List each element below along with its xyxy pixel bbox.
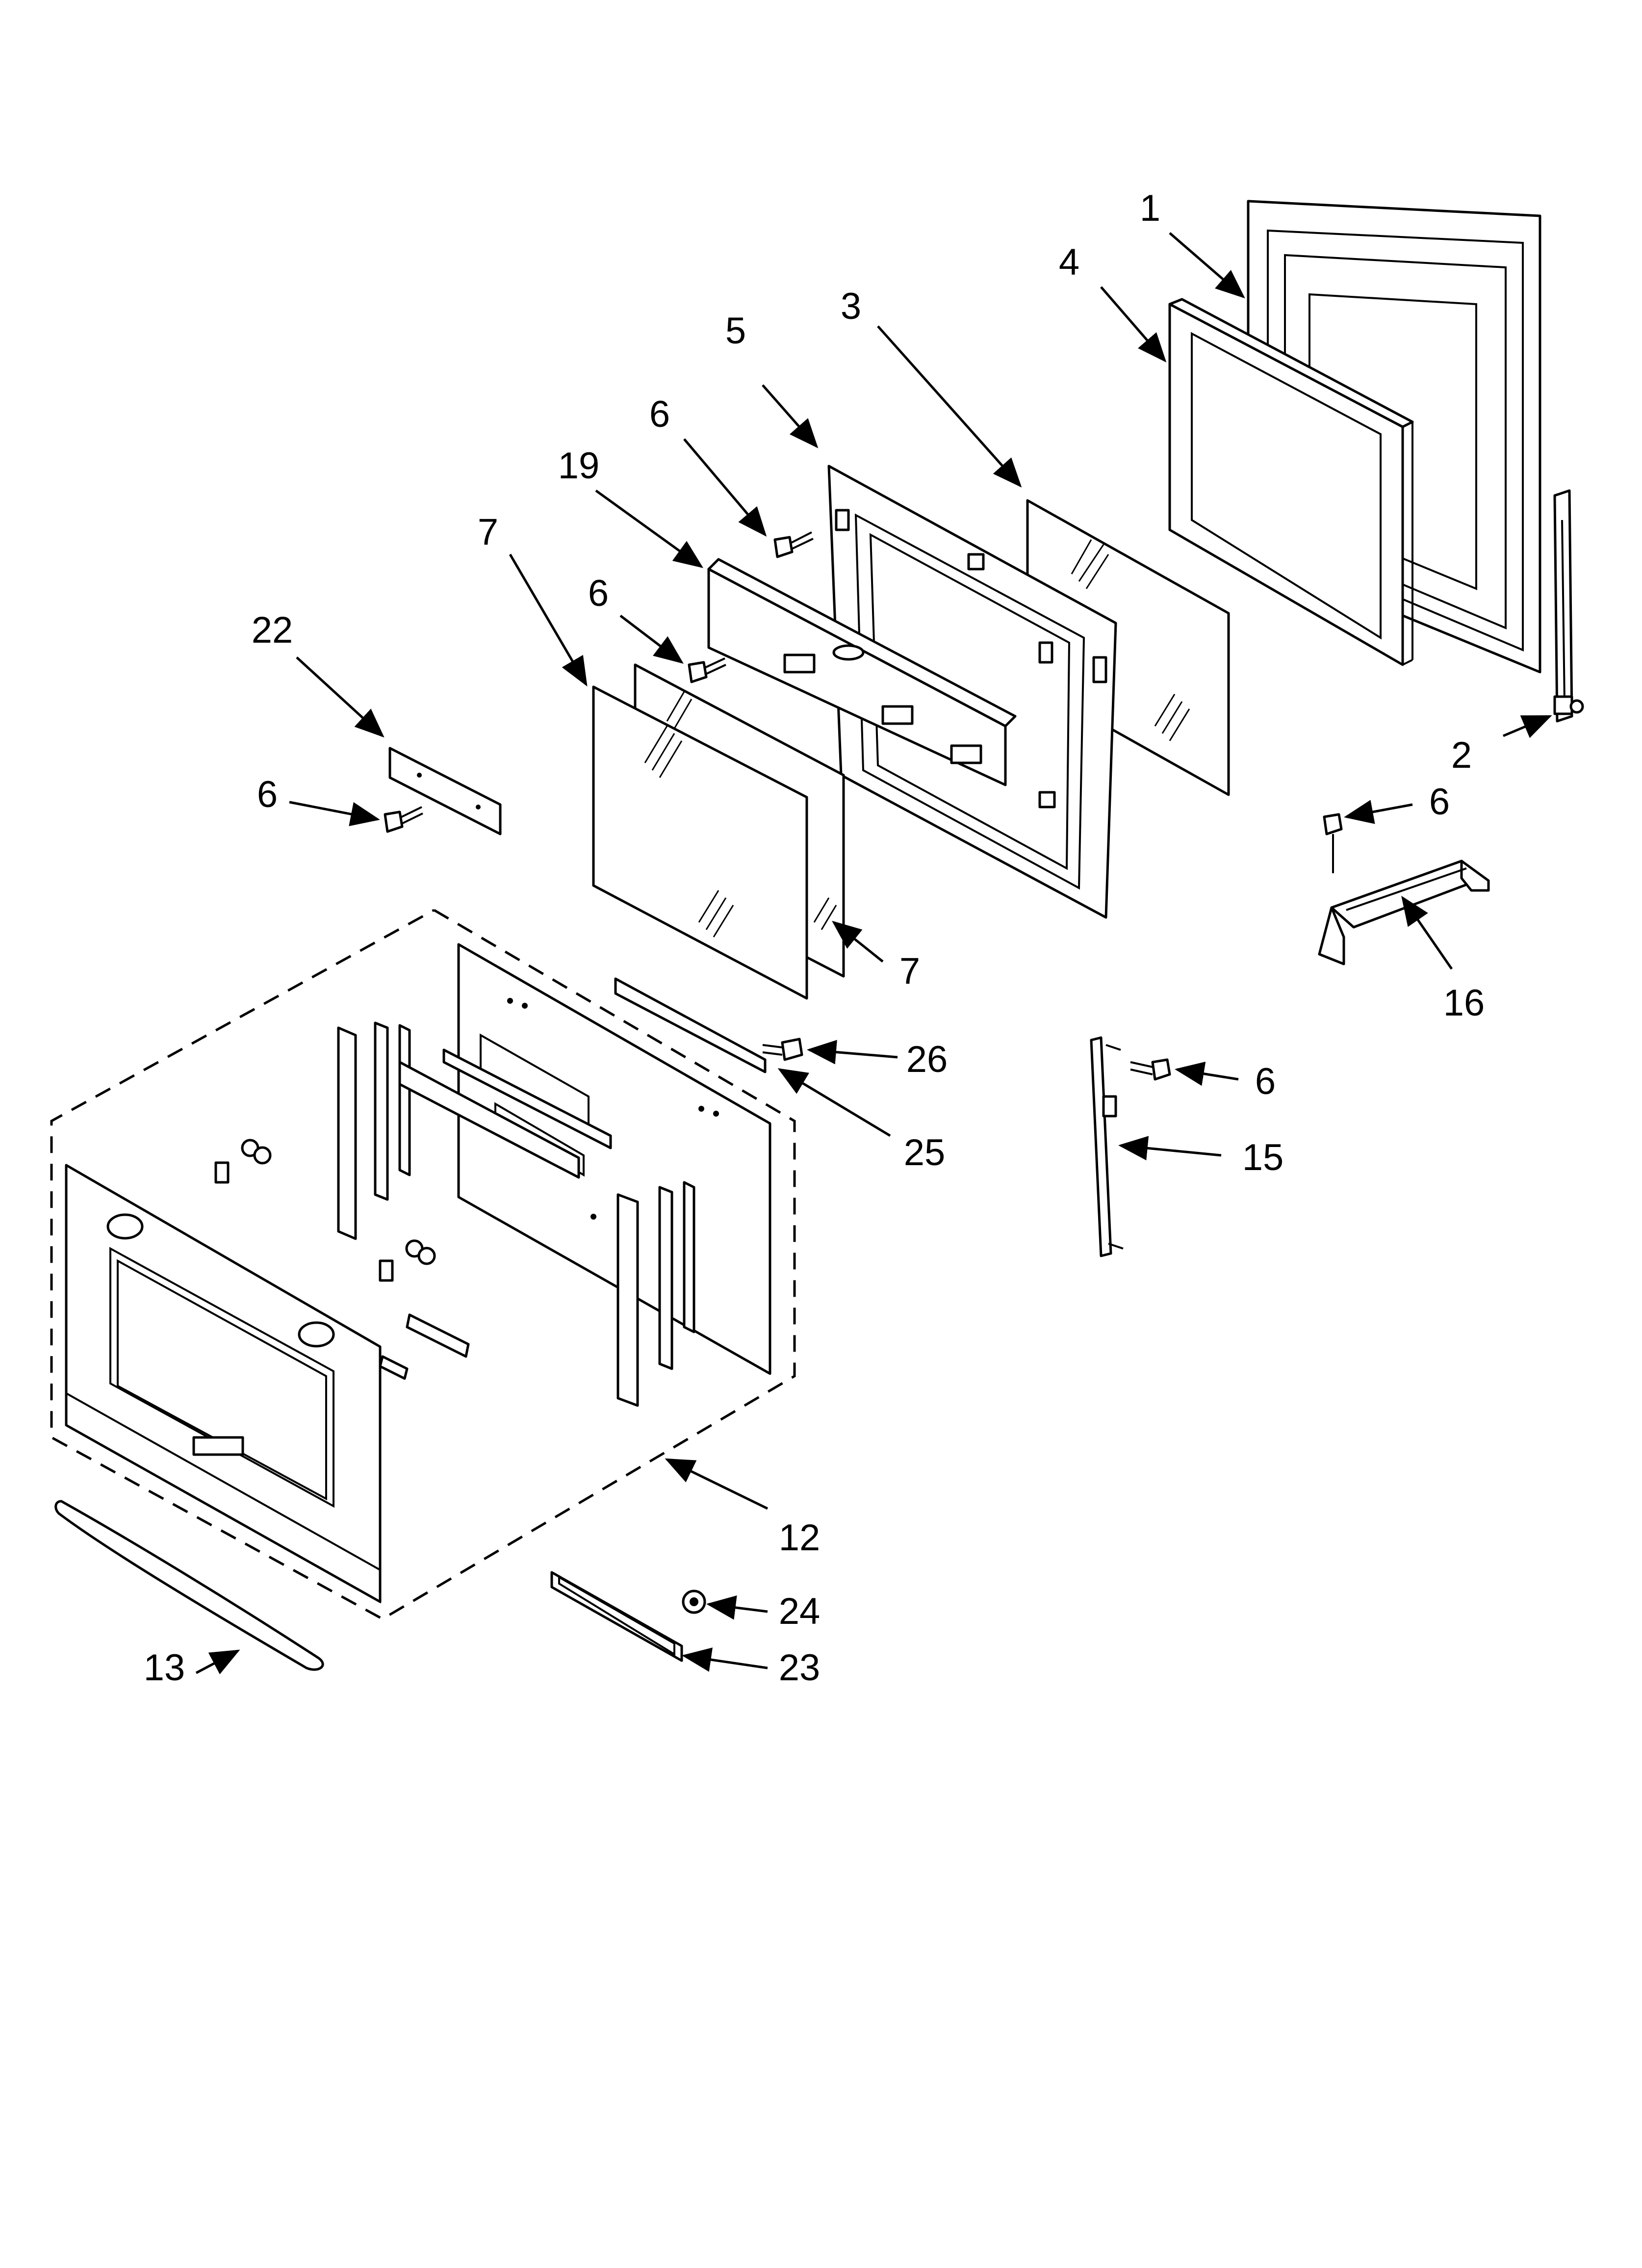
part-7-glass-pane-front (592, 685, 808, 1000)
callout-3: 3 (841, 286, 861, 327)
part-6-screw-d (1323, 813, 1343, 873)
part-24-plug (682, 1590, 706, 1614)
part-22-bracket (388, 747, 502, 835)
part-26-screw (762, 1038, 803, 1061)
callout-6: 6 (1429, 781, 1450, 823)
callout-16: 16 (1443, 982, 1485, 1024)
callout-6: 6 (588, 573, 609, 614)
part-4-door-gasket-frame (1168, 298, 1414, 666)
callout-12: 12 (779, 1517, 821, 1559)
callout-4: 4 (1059, 241, 1079, 283)
callout-6: 6 (1255, 1061, 1276, 1102)
part-16-support-bracket (1318, 860, 1490, 965)
callout-22: 22 (252, 609, 293, 651)
callout-24: 24 (779, 1590, 821, 1632)
part-6-screw-c (384, 806, 423, 833)
callout-25: 25 (904, 1132, 946, 1173)
callout-19: 19 (558, 445, 600, 487)
part-19-heat-shield (707, 558, 1017, 786)
part-12-outer-door-assembly (50, 909, 796, 1620)
callout-5: 5 (725, 310, 746, 352)
part-13-handle (54, 1500, 324, 1671)
part-2-hinge (1553, 489, 1584, 723)
callout-7: 7 (899, 950, 920, 992)
callout-6: 6 (257, 774, 278, 815)
part-6-screw-e (1130, 1058, 1171, 1081)
part-6-screw-a (773, 531, 814, 558)
callout-labels: 1 2 3 4 5 6 6 6 6 6 7 7 12 13 15 16 19 2… (144, 187, 1485, 1689)
callout-13: 13 (144, 1647, 185, 1689)
leader-lines (195, 232, 1552, 1674)
part-15-hinge-bracket (1090, 1036, 1124, 1257)
callout-1: 1 (1140, 187, 1160, 229)
callout-15: 15 (1242, 1137, 1284, 1178)
part-23-badge (550, 1571, 683, 1662)
callout-6: 6 (649, 393, 670, 435)
callout-23: 23 (779, 1647, 821, 1689)
callout-2: 2 (1451, 734, 1472, 776)
callout-7: 7 (478, 511, 498, 553)
part-6-screw-b (688, 657, 726, 683)
callout-26: 26 (906, 1039, 948, 1080)
